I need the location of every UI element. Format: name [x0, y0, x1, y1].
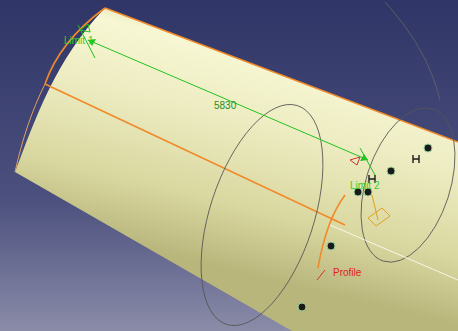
- edge-line: [105, 8, 458, 142]
- edge-line: [15, 84, 45, 172]
- guide-circle: [343, 96, 458, 274]
- axis-line: [330, 225, 458, 280]
- dimension-line: [88, 40, 368, 160]
- coincidence-symbols: [369, 155, 419, 183]
- edge-line: [45, 8, 105, 84]
- plane-symbol: [368, 208, 390, 226]
- profile-curve: [318, 195, 345, 268]
- extension-line: [360, 148, 375, 175]
- dimension-value: 5830: [214, 100, 236, 112]
- limit-arrow: [350, 157, 360, 165]
- leader-line: [317, 270, 325, 280]
- limit-label: Limit 2: [350, 180, 379, 192]
- profile-label: Profile: [333, 267, 361, 279]
- constraint-symbols: [298, 144, 432, 311]
- plane-symbol: [372, 195, 378, 220]
- limit-arrow: [80, 24, 90, 32]
- edge-line: [45, 84, 345, 225]
- surface: [15, 8, 458, 331]
- guide-circle: [177, 90, 347, 331]
- guide-circle: [385, 2, 440, 100]
- limit-label: Limit 1: [64, 35, 93, 47]
- dimension-arrow: [88, 39, 368, 161]
